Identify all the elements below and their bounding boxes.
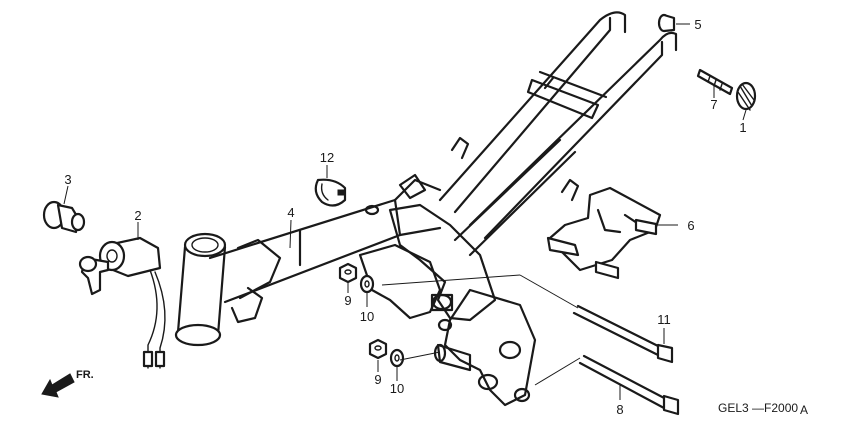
callout-2: 2 [134,208,141,223]
callout-10a: 10 [360,309,374,324]
reflector-bolt-part-7 [696,68,734,96]
callout-5: 5 [694,17,701,32]
callout-7: 7 [710,97,717,112]
front-direction-label: FR. [76,369,94,381]
callout-1: 1 [739,120,746,135]
callout-10b: 10 [390,381,404,396]
ignition-switch-part [78,236,166,369]
bolt-part-8 [578,354,680,416]
callout-9a: 9 [344,293,351,308]
callout-9b: 9 [374,372,381,387]
callout-12: 12 [320,150,334,165]
callout-3: 3 [64,172,71,187]
head-pipe [174,232,227,347]
diagram-code-suffix: A [800,403,808,417]
cap-part-3 [42,200,86,234]
bolt-part-11 [572,304,674,364]
diagram-code-text: GEL3 —F2000 [718,401,798,415]
cap-part-5 [657,13,676,33]
callout-8: 8 [616,402,623,417]
leader-lines [63,23,747,400]
callout-4: 4 [287,205,294,220]
main-frame [208,11,678,407]
washer-part-10a [359,274,375,294]
diagram-code: GEL3 —F2000 A [718,401,808,417]
reflector-part-1 [735,81,757,111]
nut-part-9b [368,338,388,360]
callout-6: 6 [687,218,694,233]
nut-part-9a [338,262,358,284]
front-direction-arrow: FR. [41,369,94,398]
callout-11: 11 [657,312,671,327]
bracket-part-6 [546,186,662,280]
washer-part-10b [389,348,405,368]
clamp-part-12 [314,178,347,207]
callouts: 1 2 3 4 5 6 7 8 9 10 9 10 11 12 [64,17,746,417]
